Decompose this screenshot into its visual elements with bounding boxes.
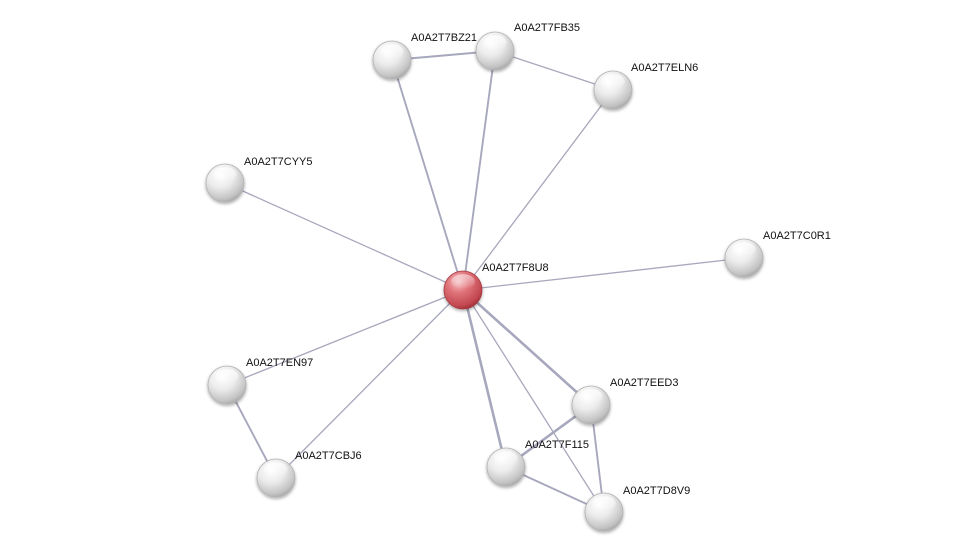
node-label: A0A2T7CBJ6 [295, 450, 362, 462]
node-highlight [732, 242, 756, 257]
node-label: A0A2T7CYY5 [244, 156, 312, 168]
node-A0A2T7F115[interactable]: A0A2T7F115 [486, 439, 589, 487]
edge-A0A2T7F8U8-A0A2T7CBJ6 [275, 289, 464, 479]
node-A0A2T7C0R1[interactable]: A0A2T7C0R1 [724, 230, 831, 278]
node-label: A0A2T7EED3 [610, 377, 678, 389]
node-A0A2T7EN97[interactable]: A0A2T7EN97 [207, 357, 313, 405]
node-highlight [213, 167, 237, 182]
node-label: A0A2T7C0R1 [763, 230, 831, 242]
node-A0A2T7FB35[interactable]: A0A2T7FB35 [475, 22, 580, 71]
node-A0A2T7D8V9[interactable]: A0A2T7D8V9 [584, 485, 690, 532]
edge-layer [224, 50, 745, 513]
node-highlight [592, 496, 616, 511]
node-A0A2T7CBJ6[interactable]: A0A2T7CBJ6 [256, 450, 362, 498]
node-highlight [579, 389, 603, 404]
node-highlight [215, 369, 239, 384]
edge-A0A2T7F8U8-A0A2T7EN97 [226, 289, 464, 386]
node-highlight [483, 35, 507, 50]
node-label: A0A2T7F115 [525, 439, 589, 451]
node-label: A0A2T7FB35 [514, 22, 580, 34]
edge-A0A2T7F8U8-A0A2T7FB35 [462, 50, 496, 291]
node-label: A0A2T7F8U8 [482, 262, 549, 274]
node-highlight [380, 44, 404, 59]
node-highlight [264, 462, 288, 477]
node-label: A0A2T7BZ21 [411, 32, 477, 44]
edge-A0A2T7F8U8-A0A2T7ELN6 [462, 89, 614, 291]
node-label: A0A2T7ELN6 [631, 62, 698, 74]
node-A0A2T7ELN6[interactable]: A0A2T7ELN6 [593, 62, 698, 110]
node-highlight [601, 74, 625, 89]
edge-A0A2T7F8U8-A0A2T7CYY5 [224, 182, 464, 291]
node-A0A2T7CYY5[interactable]: A0A2T7CYY5 [205, 156, 312, 203]
node-label: A0A2T7D8V9 [623, 485, 690, 497]
node-A0A2T7EED3[interactable]: A0A2T7EED3 [571, 377, 678, 425]
edge-A0A2T7F8U8-A0A2T7D8V9 [462, 289, 605, 513]
edge-A0A2T7F8U8-A0A2T7EED3 [461, 288, 593, 407]
node-A0A2T7BZ21[interactable]: A0A2T7BZ21 [372, 32, 477, 80]
edge-A0A2T7F8U8-A0A2T7C0R1 [462, 257, 745, 291]
edge-A0A2T7F8U8-A0A2T7BZ21 [391, 59, 464, 291]
edge-A0A2T7F8U8-A0A2T7F115 [461, 288, 508, 469]
node-highlight [494, 451, 518, 466]
edge-A0A2T7FB35-A0A2T7ELN6 [494, 50, 614, 91]
node-A0A2T7F8U8[interactable]: A0A2T7F8U8 [443, 262, 549, 310]
node-label: A0A2T7EN97 [246, 357, 313, 369]
node-layer: A0A2T7F8U8 A0A2T7BZ21 A0A2T7FB35A0A2T7ELN6… [205, 22, 831, 532]
node-highlight [451, 274, 475, 289]
